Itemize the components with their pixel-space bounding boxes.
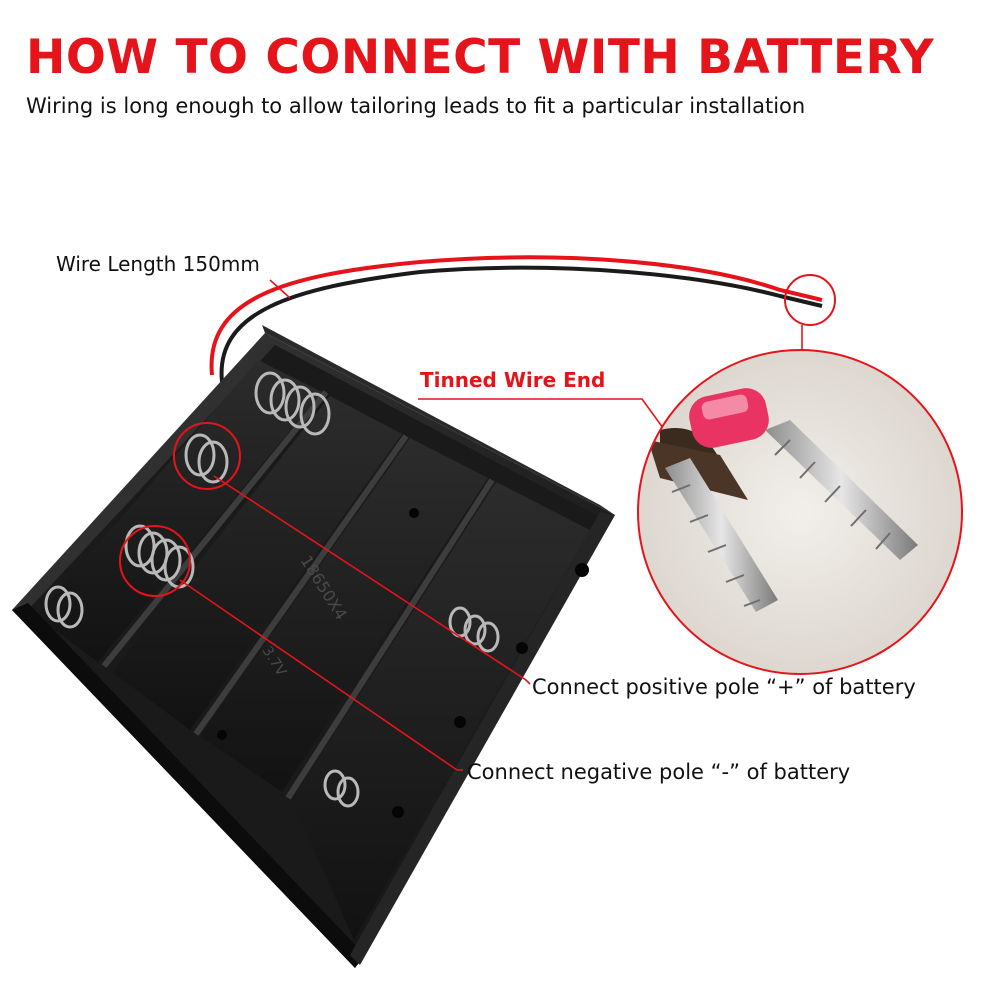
page-subtitle: Wiring is long enough to allow tailoring… — [26, 94, 806, 118]
positive-pole-label: Connect positive pole “+” of battery — [532, 675, 916, 699]
page-title: HOW TO CONNECT WITH BATTERY — [26, 30, 935, 85]
tinned-wire-end-label: Tinned Wire End — [420, 368, 606, 392]
callout-markers — [119, 274, 836, 597]
lead-wires — [209, 255, 823, 383]
negative-pole-label: Connect negative pole “-” of battery — [467, 760, 851, 784]
battery-holder: 18650X4 3.7V — [12, 325, 615, 968]
battery-springs — [44, 371, 500, 808]
leader-lines — [179, 279, 803, 771]
tinned-wire-inset — [637, 349, 963, 675]
wire-length-label: Wire Length 150mm — [56, 252, 260, 276]
